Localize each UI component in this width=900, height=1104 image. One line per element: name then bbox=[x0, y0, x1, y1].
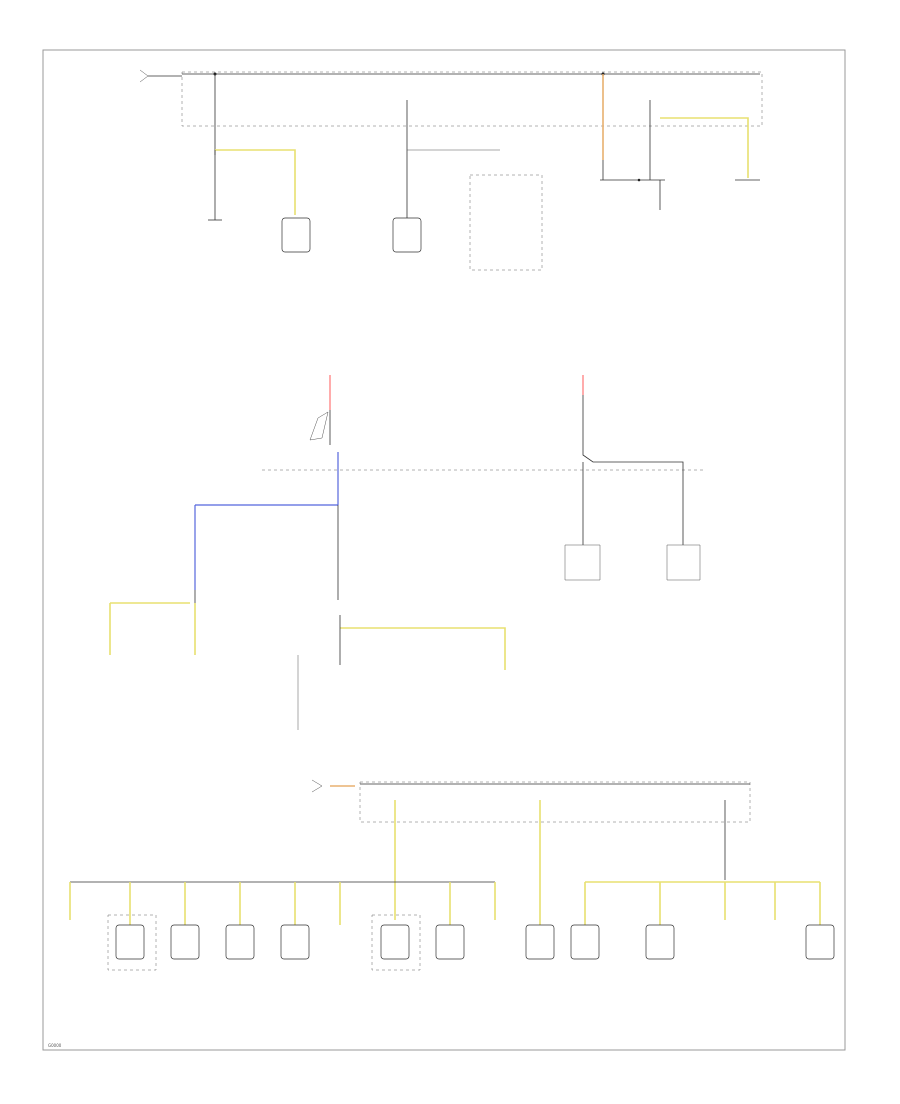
section-top-fuse-panel bbox=[139, 69, 763, 271]
diagram-frame bbox=[42, 49, 846, 1051]
connector-icon bbox=[280, 924, 310, 960]
battery-arrow-icon bbox=[139, 69, 149, 83]
battery-arrow-icon bbox=[311, 779, 323, 793]
switch-icon bbox=[309, 411, 329, 441]
section-middle-ignition bbox=[109, 375, 705, 730]
connector-icon bbox=[525, 924, 555, 960]
connector-icon bbox=[805, 924, 835, 960]
footer-code: G0000 bbox=[48, 1043, 62, 1048]
connector-icon bbox=[225, 924, 255, 960]
connector-icon bbox=[392, 217, 422, 253]
connector-icon bbox=[170, 924, 200, 960]
connector-icon bbox=[435, 924, 465, 960]
connector-icon bbox=[564, 544, 601, 581]
connector-icon bbox=[645, 924, 675, 960]
connector-icon bbox=[380, 924, 410, 960]
connector-icon bbox=[570, 924, 600, 960]
connector-icon bbox=[281, 217, 311, 253]
connector-icon bbox=[115, 924, 145, 960]
connector-icon bbox=[666, 544, 701, 581]
module-box bbox=[469, 174, 543, 271]
section-bottom-distribution bbox=[69, 779, 835, 971]
